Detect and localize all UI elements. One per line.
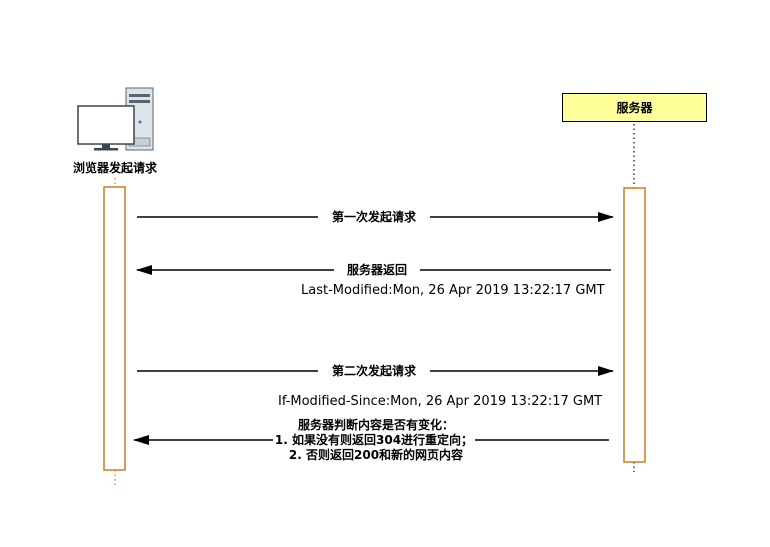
message-4-label: 服务器判断内容是否有变化： — [297, 418, 454, 432]
message-1-label: 第一次发起请求 — [318, 210, 430, 225]
computer-icon — [77, 87, 154, 151]
server-label: 服务器 — [616, 101, 653, 115]
server-participant-box: 服务器 — [562, 93, 707, 122]
message-3-label: 第二次发起请求 — [318, 364, 430, 379]
message-3-note: If-Modified-Since:Mon, 26 Apr 2019 13:22… — [278, 394, 603, 409]
client-label: 浏览器发起请求 — [72, 161, 157, 175]
message-2-note: Last-Modified:Mon, 26 Apr 2019 13:22:17 … — [301, 283, 605, 298]
message-4-line-2: 2. 否则返回200和新的网页内容 — [288, 448, 464, 462]
message-2-label: 服务器返回 — [334, 263, 420, 278]
client-activation-bar — [103, 186, 126, 471]
message-4-line-1: 1. 如果没有则返回304进行重定向； — [273, 433, 475, 448]
server-activation-bar — [623, 187, 646, 463]
